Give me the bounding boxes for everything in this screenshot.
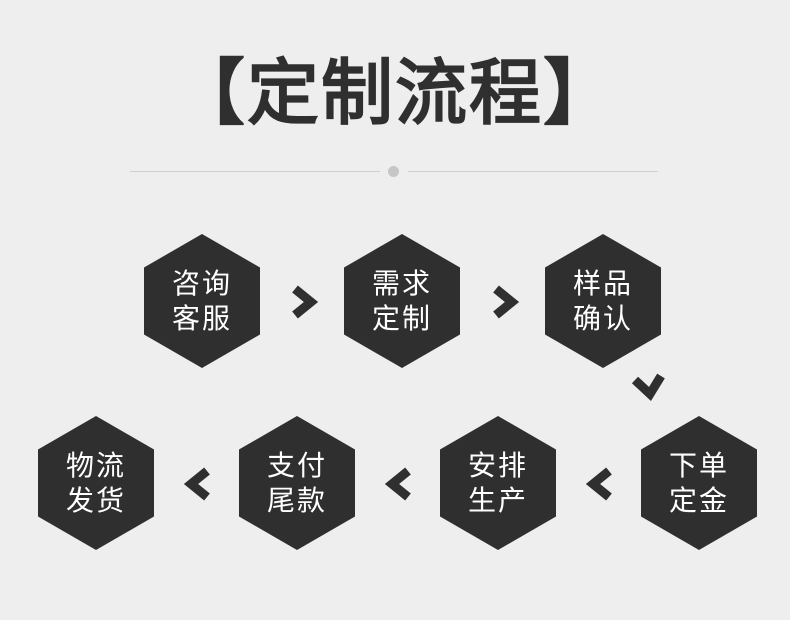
step-label-line1: 物流: [65, 449, 126, 482]
step-label-line2: 发货: [65, 484, 126, 517]
chevron-left-icon: [183, 467, 210, 501]
chevron-down-icon: [631, 373, 665, 402]
divider-line-left: [130, 171, 380, 172]
step-label-line2: 确认: [572, 302, 633, 335]
step-label-line1: 样品: [572, 267, 633, 300]
step-label-line1: 安排: [467, 449, 528, 482]
divider-dot: [388, 166, 399, 177]
step-label-line1: 需求: [371, 267, 432, 300]
chevron-right-icon: [292, 285, 319, 319]
step-label-line2: 尾款: [266, 484, 327, 517]
step-arrange-production: 安排 生产: [440, 416, 556, 550]
chevron-right-icon: [493, 285, 520, 319]
step-label-line1: 下单: [668, 449, 729, 482]
divider-line-right: [408, 171, 658, 172]
step-order-deposit: 下单 定金: [641, 416, 757, 550]
step-sample-confirm: 样品 确认: [545, 234, 661, 368]
chevron-left-icon: [384, 467, 411, 501]
step-label-line1: 支付: [266, 449, 327, 482]
step-label-line1: 咨询: [171, 267, 232, 300]
step-label-line2: 定制: [371, 302, 432, 335]
page-title: 【定制流程】: [172, 51, 617, 135]
step-label-line2: 定金: [668, 484, 729, 517]
step-label-line2: 生产: [467, 484, 528, 517]
step-pay-balance: 支付 尾款: [239, 416, 355, 550]
step-logistics-shipping: 物流 发货: [38, 416, 154, 550]
step-consult-service: 咨询 客服: [144, 234, 260, 368]
step-requirement-custom: 需求 定制: [344, 234, 460, 368]
step-label-line2: 客服: [171, 302, 232, 335]
chevron-left-icon: [585, 467, 612, 501]
